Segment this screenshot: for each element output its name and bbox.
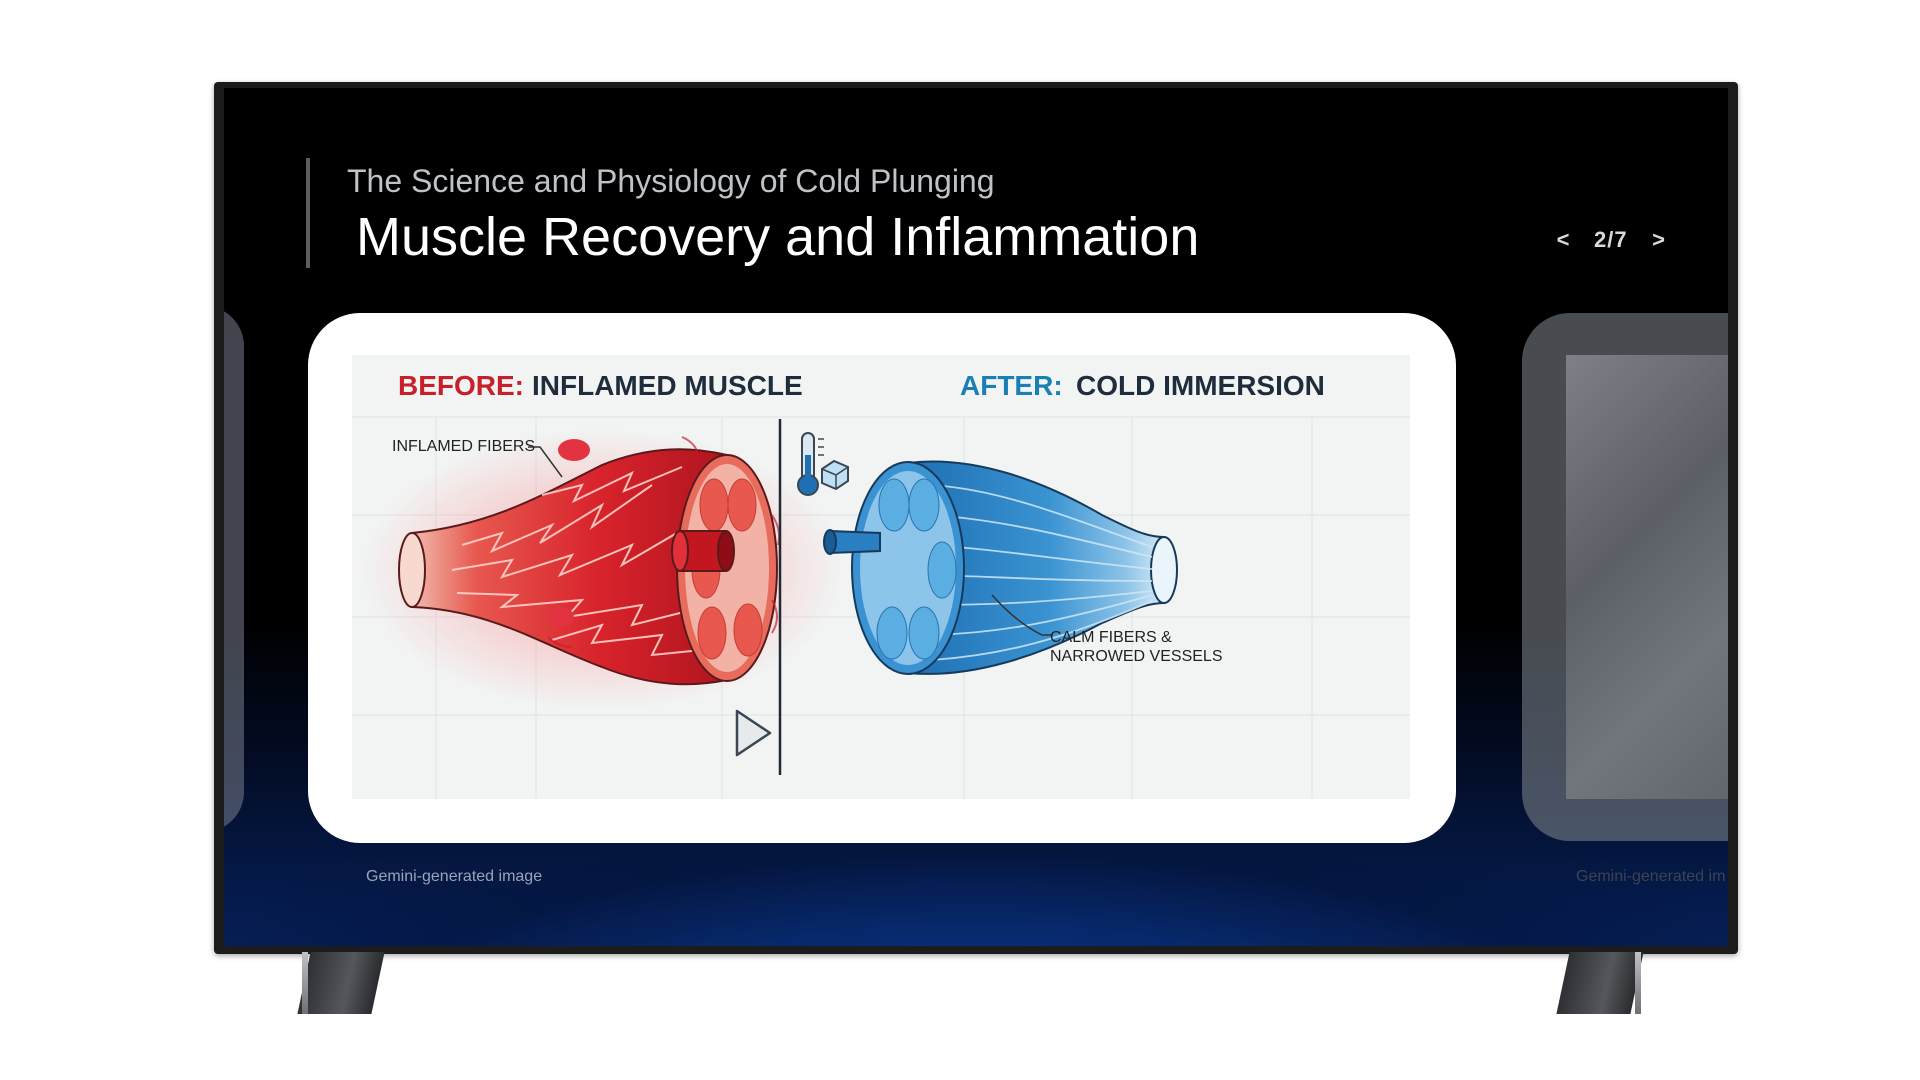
prev-slide-button[interactable]: < <box>1556 227 1570 252</box>
inflamed-fibers-label: INFLAMED FIBERS <box>392 438 535 455</box>
slide-counter: 2/7 <box>1594 227 1628 252</box>
title-accent-bar <box>306 158 310 268</box>
calm-callout-line <box>991 594 1052 636</box>
arrow-right-icon <box>735 709 772 757</box>
inflamed-callout-line <box>528 446 563 478</box>
after-heading: COLD IMMERSION <box>1076 370 1325 401</box>
next-slide-button[interactable]: > <box>1652 227 1666 252</box>
thermometer-icon <box>797 432 824 496</box>
slide-subtitle: The Science and Physiology of Cold Plung… <box>347 163 995 199</box>
tv-stand-left <box>297 952 385 1014</box>
image-caption: Gemini-generated image <box>366 868 543 885</box>
image-card: BEFORE: INFLAMED MUSCLE AFTER: COLD IMME… <box>308 313 1456 843</box>
tv-screen: The Science and Physiology of Cold Plung… <box>224 88 1728 946</box>
tv-stand-right <box>1556 952 1644 1014</box>
muscle-illustration: BEFORE: INFLAMED MUSCLE AFTER: COLD IMME… <box>352 355 1410 799</box>
calm-muscle <box>823 460 1178 675</box>
next-slide-image <box>1566 355 1728 799</box>
next-image-caption: Gemini-generated im <box>1576 868 1726 885</box>
next-slide-card[interactable] <box>1522 313 1728 841</box>
previous-slide-card[interactable] <box>224 306 244 832</box>
before-heading: INFLAMED MUSCLE <box>532 370 803 401</box>
muscle-diagram: BEFORE: INFLAMED MUSCLE AFTER: COLD IMME… <box>352 370 1410 799</box>
slide-title: Muscle Recovery and Inflammation <box>356 207 1200 267</box>
calm-fibers-label-line1: CALM FIBERS & <box>1050 629 1172 646</box>
ice-cube-icon <box>821 459 849 491</box>
after-prefix: AFTER: <box>960 370 1063 401</box>
calm-fibers-label-line2: NARROWED VESSELS <box>1050 648 1222 665</box>
inflamed-muscle <box>362 430 842 710</box>
before-prefix: BEFORE: <box>398 370 524 401</box>
slide-pager: < 2/7 > <box>1546 220 1676 260</box>
